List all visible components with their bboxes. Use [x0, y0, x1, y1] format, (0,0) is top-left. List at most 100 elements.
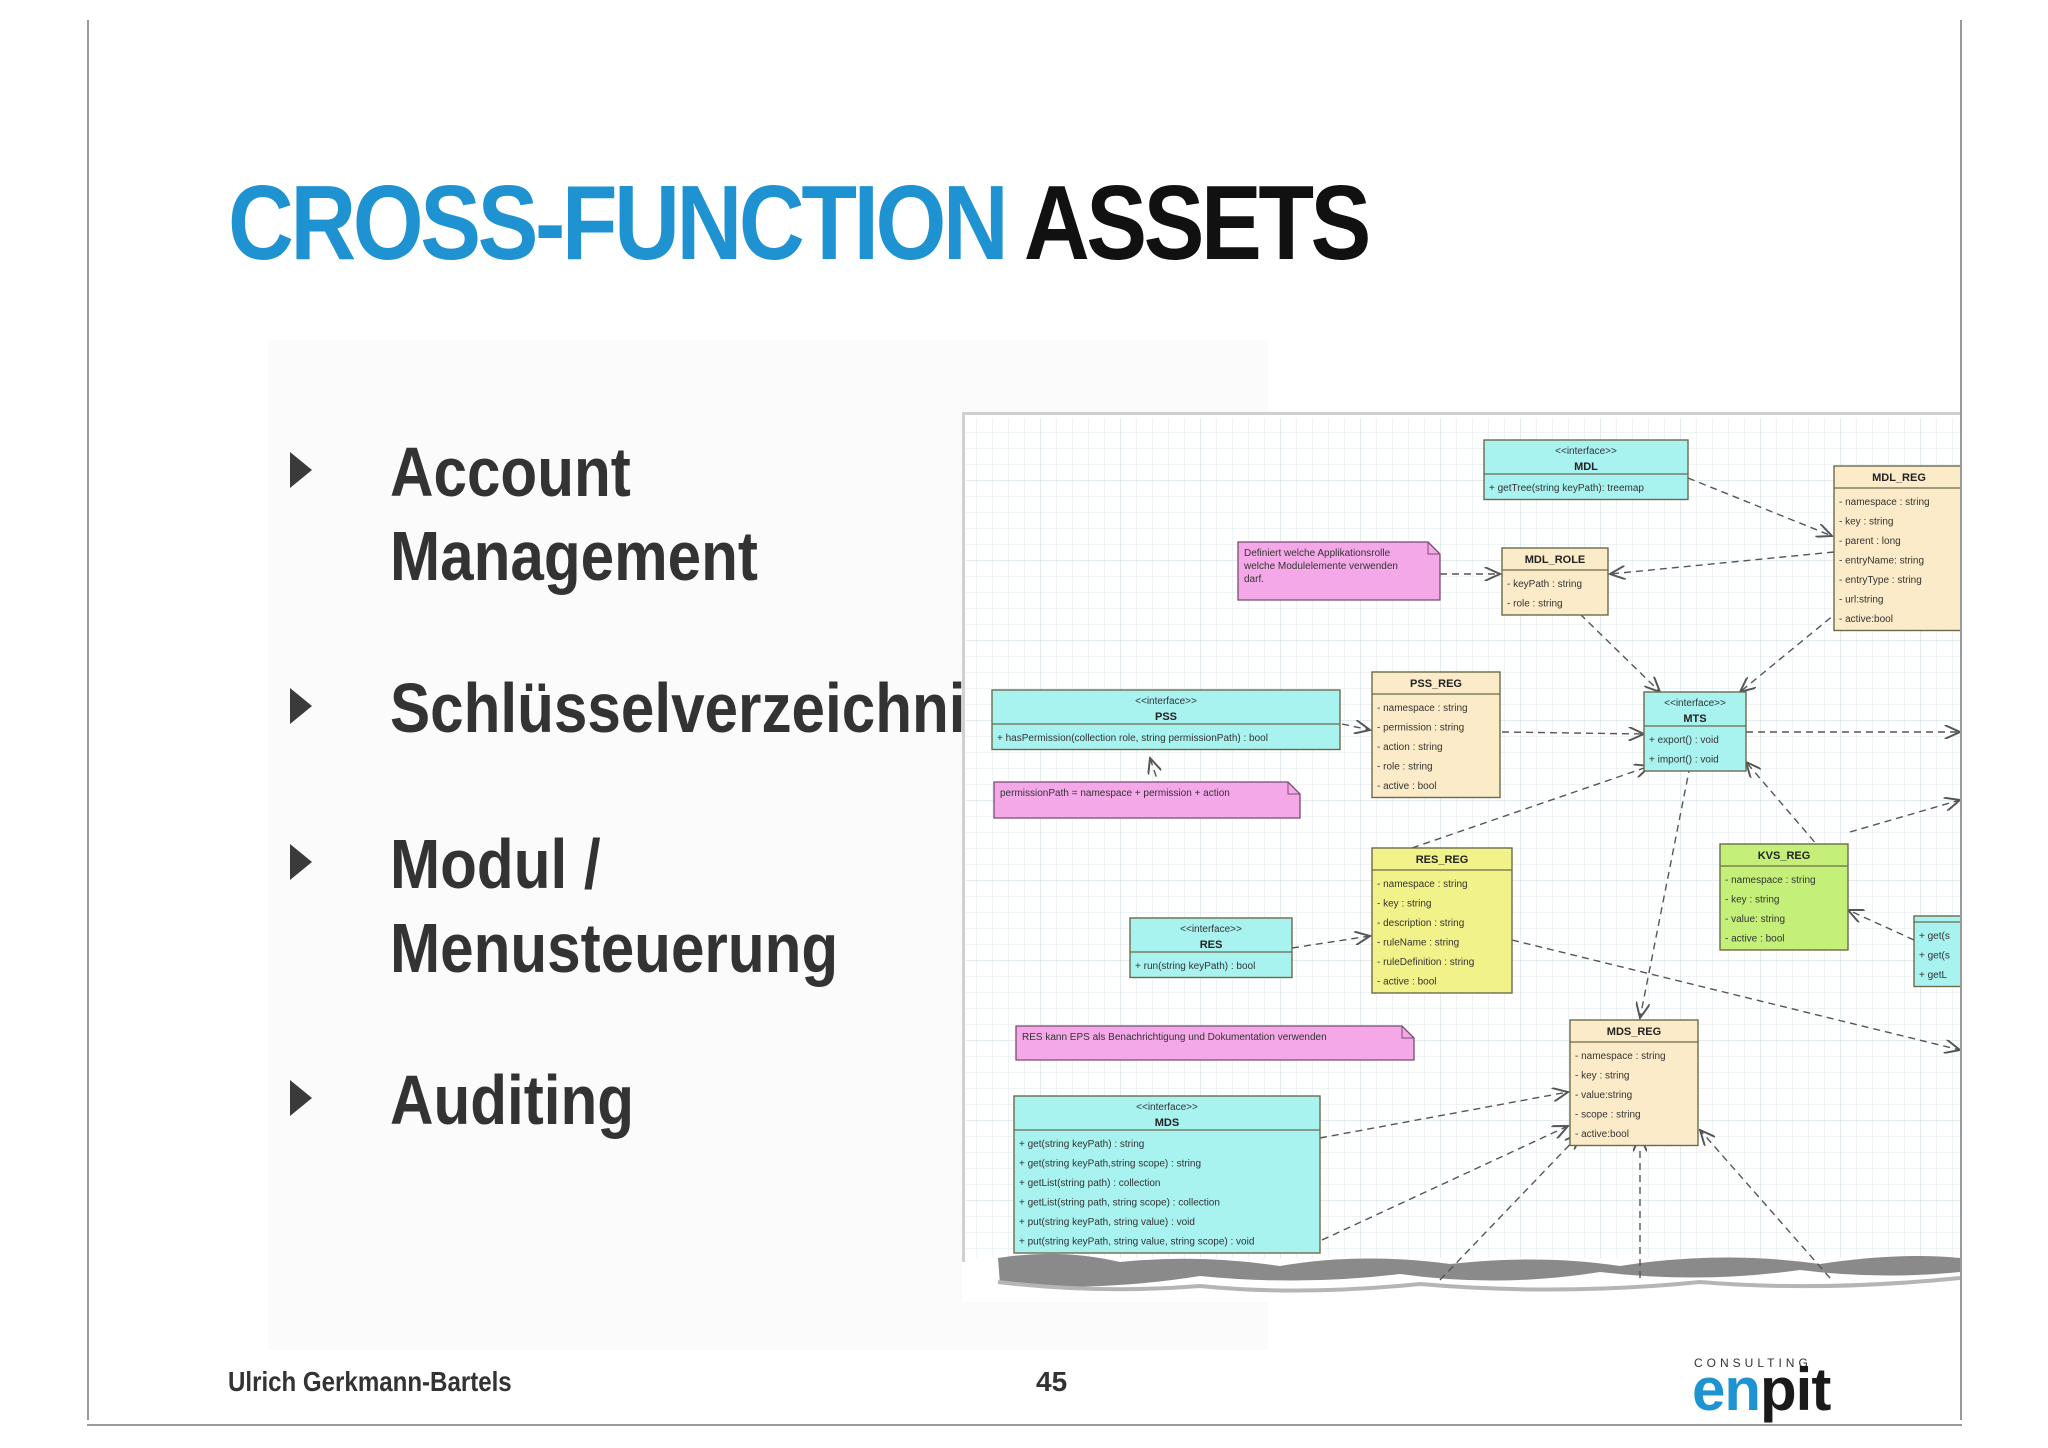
- uml-connector: [1848, 910, 1915, 941]
- uml-attribute: - namespace : string: [1575, 1051, 1666, 1062]
- uml-attribute: - ruleDefinition : string: [1377, 957, 1474, 968]
- uml-class-name: RES_REG: [1416, 854, 1469, 866]
- slide-frame-bottom: [87, 1424, 1962, 1426]
- uml-connector: [1319, 1092, 1568, 1139]
- uml-class-name: MDS: [1155, 1117, 1179, 1129]
- uml-attribute: - namespace : string: [1839, 497, 1930, 508]
- uml-class-name: RES: [1200, 939, 1223, 951]
- uml-attribute: - scope : string: [1575, 1110, 1641, 1121]
- uml-connector: [1341, 724, 1370, 730]
- uml-attribute: + get(s: [1919, 951, 1950, 962]
- uml-attribute: + get(string keyPath,string scope) : str…: [1019, 1159, 1201, 1170]
- bullet-triangle-icon: [290, 844, 312, 880]
- uml-connector: [1640, 765, 1691, 1018]
- bullet-triangle-icon: [290, 1080, 312, 1116]
- uml-attribute: - active:bool: [1575, 1129, 1629, 1140]
- uml-class-name: MDL: [1574, 461, 1598, 473]
- slide-title: CROSS-FUNCTION ASSETS: [228, 170, 1371, 276]
- uml-class-name: PSS: [1155, 711, 1177, 723]
- uml-attribute: + getList(string path, string scope) : c…: [1019, 1198, 1220, 1209]
- uml-class-name: KVS_REG: [1758, 850, 1811, 862]
- uml-attribute: - value: string: [1725, 914, 1785, 925]
- bullet-text: Auditing: [390, 1061, 635, 1139]
- logo-en: en: [1692, 1356, 1761, 1423]
- uml-attribute: + getList(string path) : collection: [1019, 1178, 1160, 1189]
- uml-attribute: - key : string: [1725, 895, 1779, 906]
- page-number: 45: [1036, 1366, 1068, 1397]
- uml-attribute: - url:string: [1839, 595, 1883, 606]
- uml-diagram: <<interface>> MDL + getTree(string keyPath…: [962, 412, 1960, 1302]
- uml-note: Definiert welche Applikationsrolle welche…: [1237, 541, 1441, 601]
- uml-attribute: + getTree(string keyPath): treemap: [1489, 483, 1644, 494]
- footer-author: Ulrich Gerkmann-Bartels: [228, 1366, 512, 1397]
- uml-note-text: Definiert welche Applikationsrolle: [1244, 548, 1391, 559]
- uml-attribute: - namespace : string: [1725, 875, 1816, 886]
- uml-stereotype: <<interface>>: [1135, 696, 1197, 707]
- uml-attribute: + put(string keyPath, string value, stri…: [1019, 1237, 1254, 1248]
- uml-connector: [1700, 1130, 1831, 1279]
- uml-attribute: + getL: [1919, 970, 1948, 981]
- uml-attribute: + export() : void: [1649, 735, 1719, 746]
- uml-connector: [1439, 1134, 1580, 1281]
- uml-attribute: - role : string: [1377, 762, 1433, 773]
- uml-attribute: - namespace : string: [1377, 879, 1468, 890]
- uml-attribute: + put(string keyPath, string value) : vo…: [1019, 1217, 1195, 1228]
- uml-stereotype: <<interface>>: [1136, 1102, 1198, 1113]
- uml-attribute: + get(string keyPath) : string: [1019, 1139, 1144, 1150]
- uml-attribute: - active : bool: [1377, 781, 1436, 792]
- uml-attribute: - action : string: [1377, 742, 1443, 753]
- uml-class-box: <<interface>> RES + run(string keyPath) : …: [1129, 917, 1293, 979]
- uml-attribute: - keyPath : string: [1507, 579, 1582, 590]
- uml-attribute: - value:string: [1575, 1090, 1632, 1101]
- uml-attribute: - role : string: [1507, 599, 1563, 610]
- uml-attribute: - active : bool: [1377, 977, 1436, 988]
- slide-frame-right: [1960, 20, 1962, 1420]
- uml-class-name: MTS: [1683, 713, 1706, 725]
- uml-connector: [1579, 613, 1660, 692]
- uml-attribute: - active:bool: [1839, 614, 1893, 625]
- uml-attribute: - parent : long: [1839, 536, 1901, 547]
- uml-attribute: + import() : void: [1649, 755, 1719, 766]
- uml-attribute: - active : bool: [1725, 934, 1784, 945]
- uml-connector: [1411, 766, 1650, 849]
- enpit-logo: enpit: [1692, 1360, 1831, 1420]
- bullet-text: Management: [390, 517, 758, 595]
- uml-note-text: RES kann EPS als Benachrichtigung und Do…: [1022, 1032, 1327, 1043]
- uml-attribute: - entryName: string: [1839, 556, 1924, 567]
- uml-class-box: MDL_REG - namespace : string - key : strin…: [1833, 465, 1960, 632]
- uml-class-box: + get(s + get(s + getL: [1913, 915, 1960, 988]
- uml-class-name: MDS_REG: [1607, 1026, 1661, 1038]
- uml-connector: [1740, 609, 1841, 692]
- uml-connector: [1511, 939, 1960, 1050]
- title-part-2: ASSETS: [1023, 164, 1372, 282]
- slide-frame-left: [87, 20, 89, 1420]
- uml-note-text: permissionPath = namespace + permission …: [1000, 788, 1230, 799]
- bullet-text: Menusteuerung: [390, 909, 839, 987]
- bullet-triangle-icon: [290, 688, 312, 724]
- uml-connector: [1321, 1126, 1568, 1241]
- uml-class-name: PSS_REG: [1410, 678, 1462, 690]
- uml-attribute: - permission : string: [1377, 723, 1464, 734]
- uml-attribute: - key : string: [1575, 1071, 1629, 1082]
- uml-note-text: welche Modulelemente verwenden: [1243, 561, 1398, 572]
- uml-stereotype: <<interface>>: [1555, 446, 1617, 457]
- uml-attribute: + get(s: [1919, 931, 1950, 942]
- uml-attribute: - key : string: [1377, 899, 1431, 910]
- uml-connector: [1746, 762, 1831, 861]
- bullet-text: Modul /: [390, 825, 601, 903]
- uml-stereotype: <<interface>>: [1664, 698, 1726, 709]
- uml-attribute: + hasPermission(collection role, string …: [997, 733, 1268, 744]
- uml-note: RES kann EPS als Benachrichtigung und Do…: [1015, 1025, 1415, 1061]
- bullet-text: Schlüsselverzeichnis: [390, 669, 1000, 747]
- uml-stereotype: <<interface>>: [1180, 924, 1242, 935]
- uml-attribute: + run(string keyPath) : bool: [1135, 961, 1255, 972]
- uml-attribute: - entryType : string: [1839, 575, 1922, 586]
- logo-tagline: CONSULTING: [1694, 1356, 1812, 1370]
- uml-class-name: MDL_REG: [1872, 472, 1926, 484]
- uml-class-box: MDS_REG - namespace : string - key : strin…: [1569, 1019, 1699, 1147]
- uml-attribute: - key : string: [1839, 517, 1893, 528]
- uml-class-box: <<interface>> MDS + get(string keyPath) : …: [1013, 1095, 1321, 1254]
- uml-attribute: - description : string: [1377, 918, 1464, 929]
- uml-class-box: PSS_REG- namespace : string- permission …: [1371, 671, 1501, 799]
- uml-connector: [1610, 551, 1835, 574]
